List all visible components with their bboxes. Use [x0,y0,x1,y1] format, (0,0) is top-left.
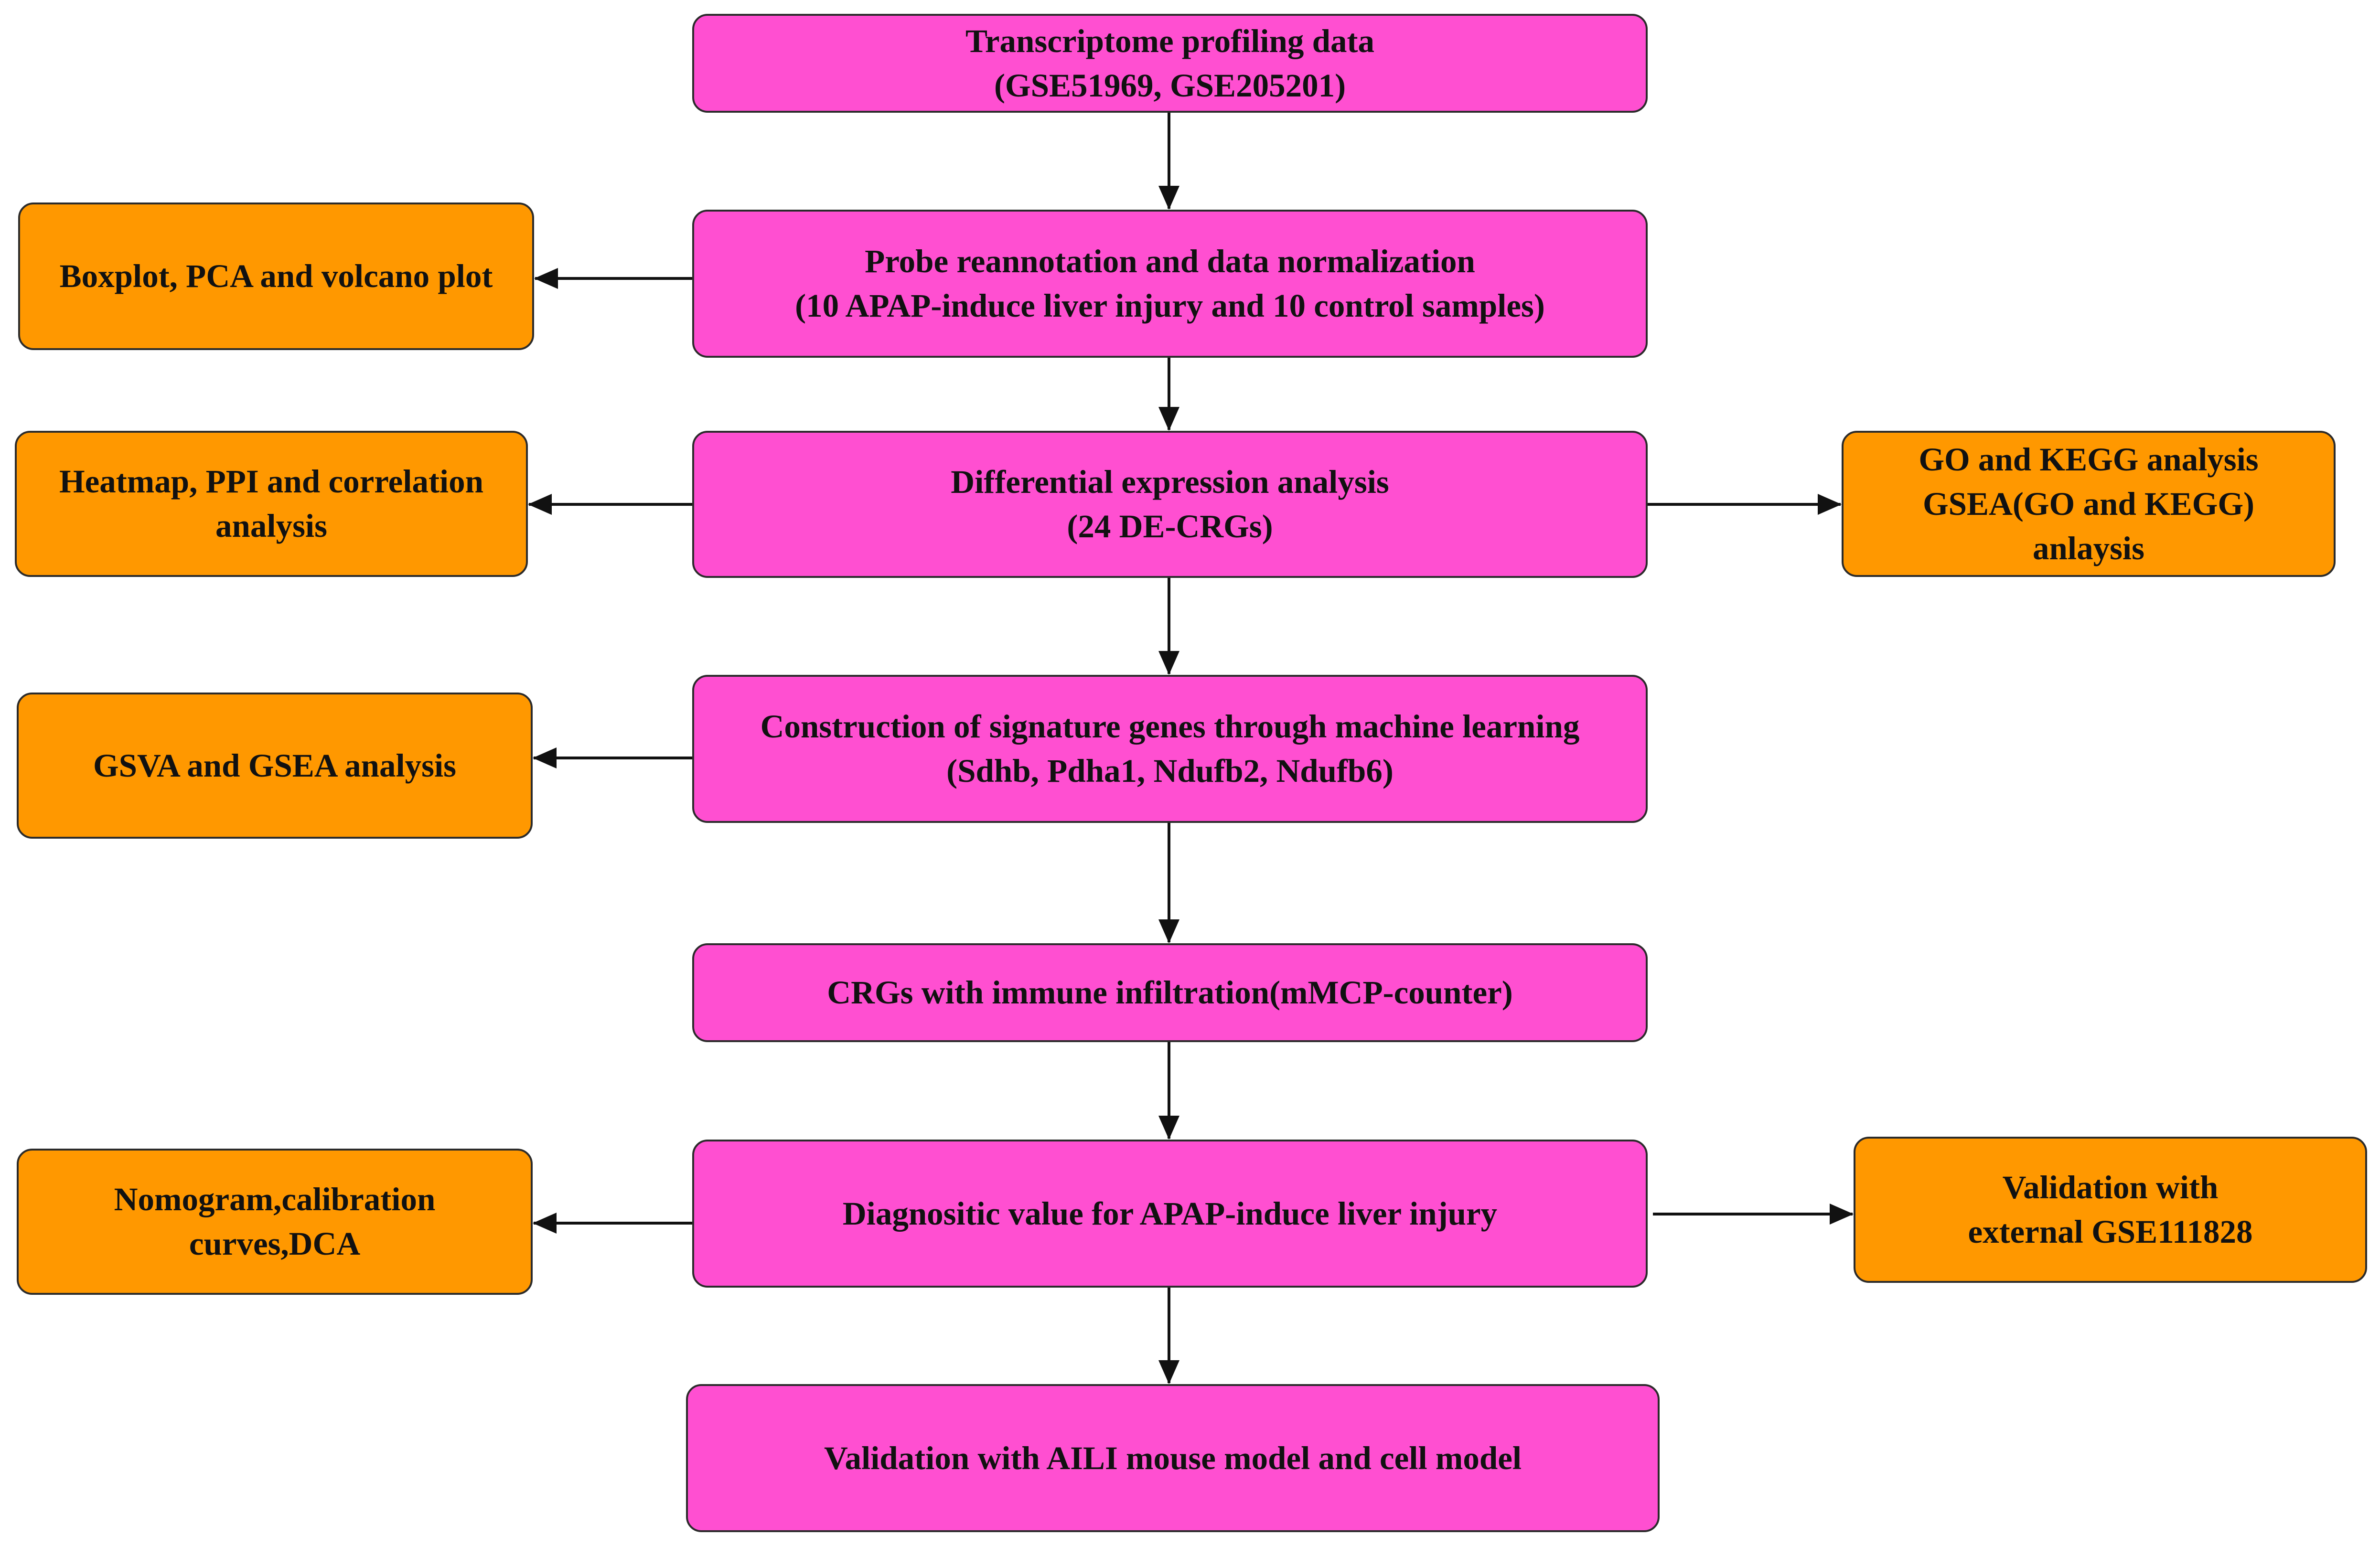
step-differential-title: Differential expression analysis [951,464,1389,500]
output-nomogram-line2: curves,DCA [189,1226,361,1262]
step-transcriptome-title: Transcriptome profiling data [965,22,1375,59]
step-transcriptome-data: Transcriptome profiling data (GSE51969, … [692,14,1648,113]
step-immune-infiltration: CRGs with immune infiltration(mMCP-count… [692,943,1648,1042]
step-diagnostic-value: Diagnositic value for APAP-induce liver … [692,1140,1648,1288]
output-go-kegg-gsea: GO and KEGG analysis GSEA(GO and KEGG) a… [1842,431,2336,577]
step-transcriptome-datasets: (GSE51969, GSE205201) [994,67,1346,104]
step-probe-samples: (10 APAP-induce liver injury and 10 cont… [795,288,1545,324]
output-go-kegg-line2: GSEA(GO and KEGG) [1923,485,2254,522]
output-nomogram-calibration-dca: Nomogram,calibration curves,DCA [17,1149,533,1295]
step-differential-count: (24 DE-CRGs) [1067,508,1273,544]
step-differential-expression: Differential expression analysis (24 DE-… [692,431,1648,578]
step-validation-model-title: Validation with AILI mouse model and cel… [824,1439,1522,1476]
output-boxplot-label: Boxplot, PCA and volcano plot [59,258,493,294]
step-signature-genes-list: (Sdhb, Pdha1, Ndufb2, Ndufb6) [946,753,1394,789]
output-boxplot-pca-volcano: Boxplot, PCA and volcano plot [18,203,534,350]
step-probe-title: Probe reannotation and data normalizatio… [865,243,1475,279]
step-signature-genes: Construction of signature genes through … [692,675,1648,823]
step-diagnostic-title: Diagnositic value for APAP-induce liver … [842,1195,1498,1232]
output-gsva-gsea: GSVA and GSEA analysis [17,693,533,839]
output-gsva-label: GSVA and GSEA analysis [93,747,456,784]
output-heatmap-line1: Heatmap, PPI and correlation [59,463,483,500]
step-probe-reannotation: Probe reannotation and data normalizatio… [692,210,1648,358]
output-external-line2: external GSE111828 [1968,1214,2253,1250]
output-heatmap-ppi-correlation: Heatmap, PPI and correlation analysis [15,431,528,577]
output-go-kegg-line1: GO and KEGG analysis [1919,441,2259,478]
output-heatmap-line2: analysis [215,508,327,544]
step-validation-model: Validation with AILI mouse model and cel… [686,1384,1660,1532]
output-go-kegg-line3: anlaysis [2033,530,2144,566]
output-external-line1: Validation with [2002,1169,2219,1205]
output-external-validation: Validation with external GSE111828 [1854,1137,2367,1283]
step-signature-title: Construction of signature genes through … [760,708,1580,745]
output-nomogram-line1: Nomogram,calibration [114,1181,436,1217]
step-immune-title: CRGs with immune infiltration(mMCP-count… [827,974,1513,1011]
